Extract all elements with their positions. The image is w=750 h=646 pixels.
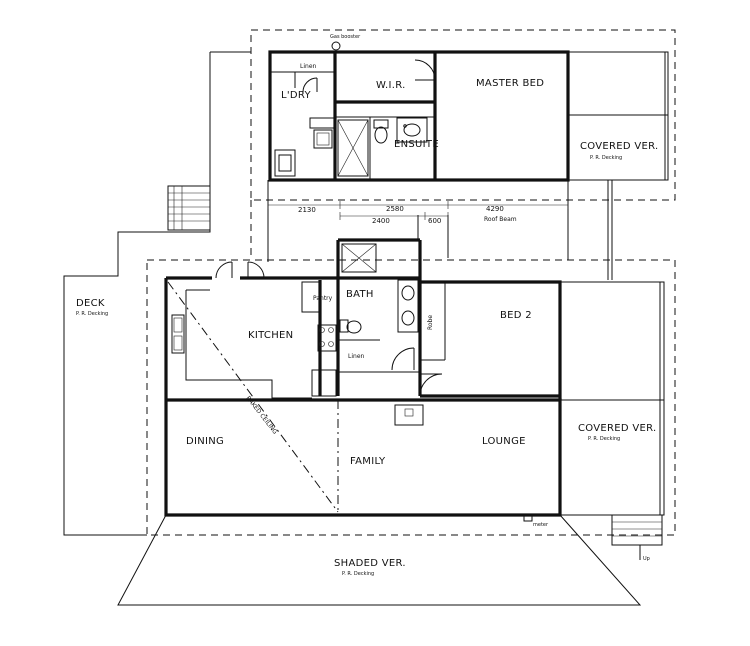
upper-doors — [302, 59, 436, 93]
linen-top-label: Linen — [300, 63, 317, 70]
room-bath: BATH — [346, 289, 374, 300]
laundry-fixtures — [274, 117, 335, 177]
meter-label: meter — [533, 522, 549, 528]
room-dining: DINING — [186, 436, 224, 447]
room-master-bed: MASTER BED — [476, 78, 544, 89]
covered-veranda-top — [567, 51, 669, 280]
raked-ceiling-line: RAKED CEILING — [167, 281, 339, 513]
room-bed2: BED 2 — [500, 310, 532, 321]
upper-wing-walls — [268, 50, 570, 182]
room-kitchen: KITCHEN — [248, 330, 293, 341]
linen-bath-label: Linen — [348, 353, 365, 360]
room-deck: DECK — [76, 298, 105, 309]
roof-outline — [146, 29, 676, 536]
room-family: FAMILY — [350, 456, 386, 467]
gallery-area — [267, 180, 569, 262]
ensuite-fixtures — [337, 117, 428, 177]
room-shaded-ver: SHADED VER. — [334, 558, 406, 569]
kitchen-fixtures — [171, 261, 337, 399]
gas-booster: Gas booster — [330, 34, 361, 51]
deck — [63, 51, 251, 536]
dim-2130: 2130 — [298, 206, 316, 214]
room-laundry: L'DRY — [281, 90, 312, 101]
room-robe: Robe — [427, 315, 434, 330]
room-lounge: LOUNGE — [482, 436, 526, 447]
room-ensuite: ENSUITE — [394, 139, 439, 150]
dim-2580: 2580 — [386, 205, 404, 213]
up-label: Up — [643, 556, 650, 562]
dim-4290: 4290 — [486, 205, 504, 213]
dimension-lines: 2130 2580 4290 2400 600 Roof Beam — [267, 201, 569, 225]
pr-decking-deck: P. R. Decking — [76, 311, 108, 317]
room-pantry: Pantry — [313, 295, 333, 302]
pr-decking-top: P. R. Decking — [590, 155, 622, 161]
dim-2400: 2400 — [372, 217, 390, 225]
main-house-walls — [164, 238, 562, 517]
pr-decking-shaded: P. R. Decking — [342, 571, 374, 577]
room-covered-ver-right: COVERED VER. — [578, 423, 657, 434]
bath-fixtures — [339, 243, 443, 397]
covered-veranda-right: Up meter — [523, 281, 665, 562]
room-labels: L'DRY Linen W.I.R. MASTER BED ENSUITE CO… — [76, 63, 659, 577]
fireplace — [394, 404, 424, 426]
pr-decking-right: P. R. Decking — [588, 436, 620, 442]
room-covered-ver-top: COVERED VER. — [580, 141, 659, 152]
dim-600: 600 — [428, 217, 441, 225]
gas-booster-label: Gas booster — [330, 34, 361, 40]
shaded-veranda — [117, 514, 642, 606]
room-wir: W.I.R. — [376, 80, 406, 91]
roof-beam-note: Roof Beam — [484, 216, 517, 223]
